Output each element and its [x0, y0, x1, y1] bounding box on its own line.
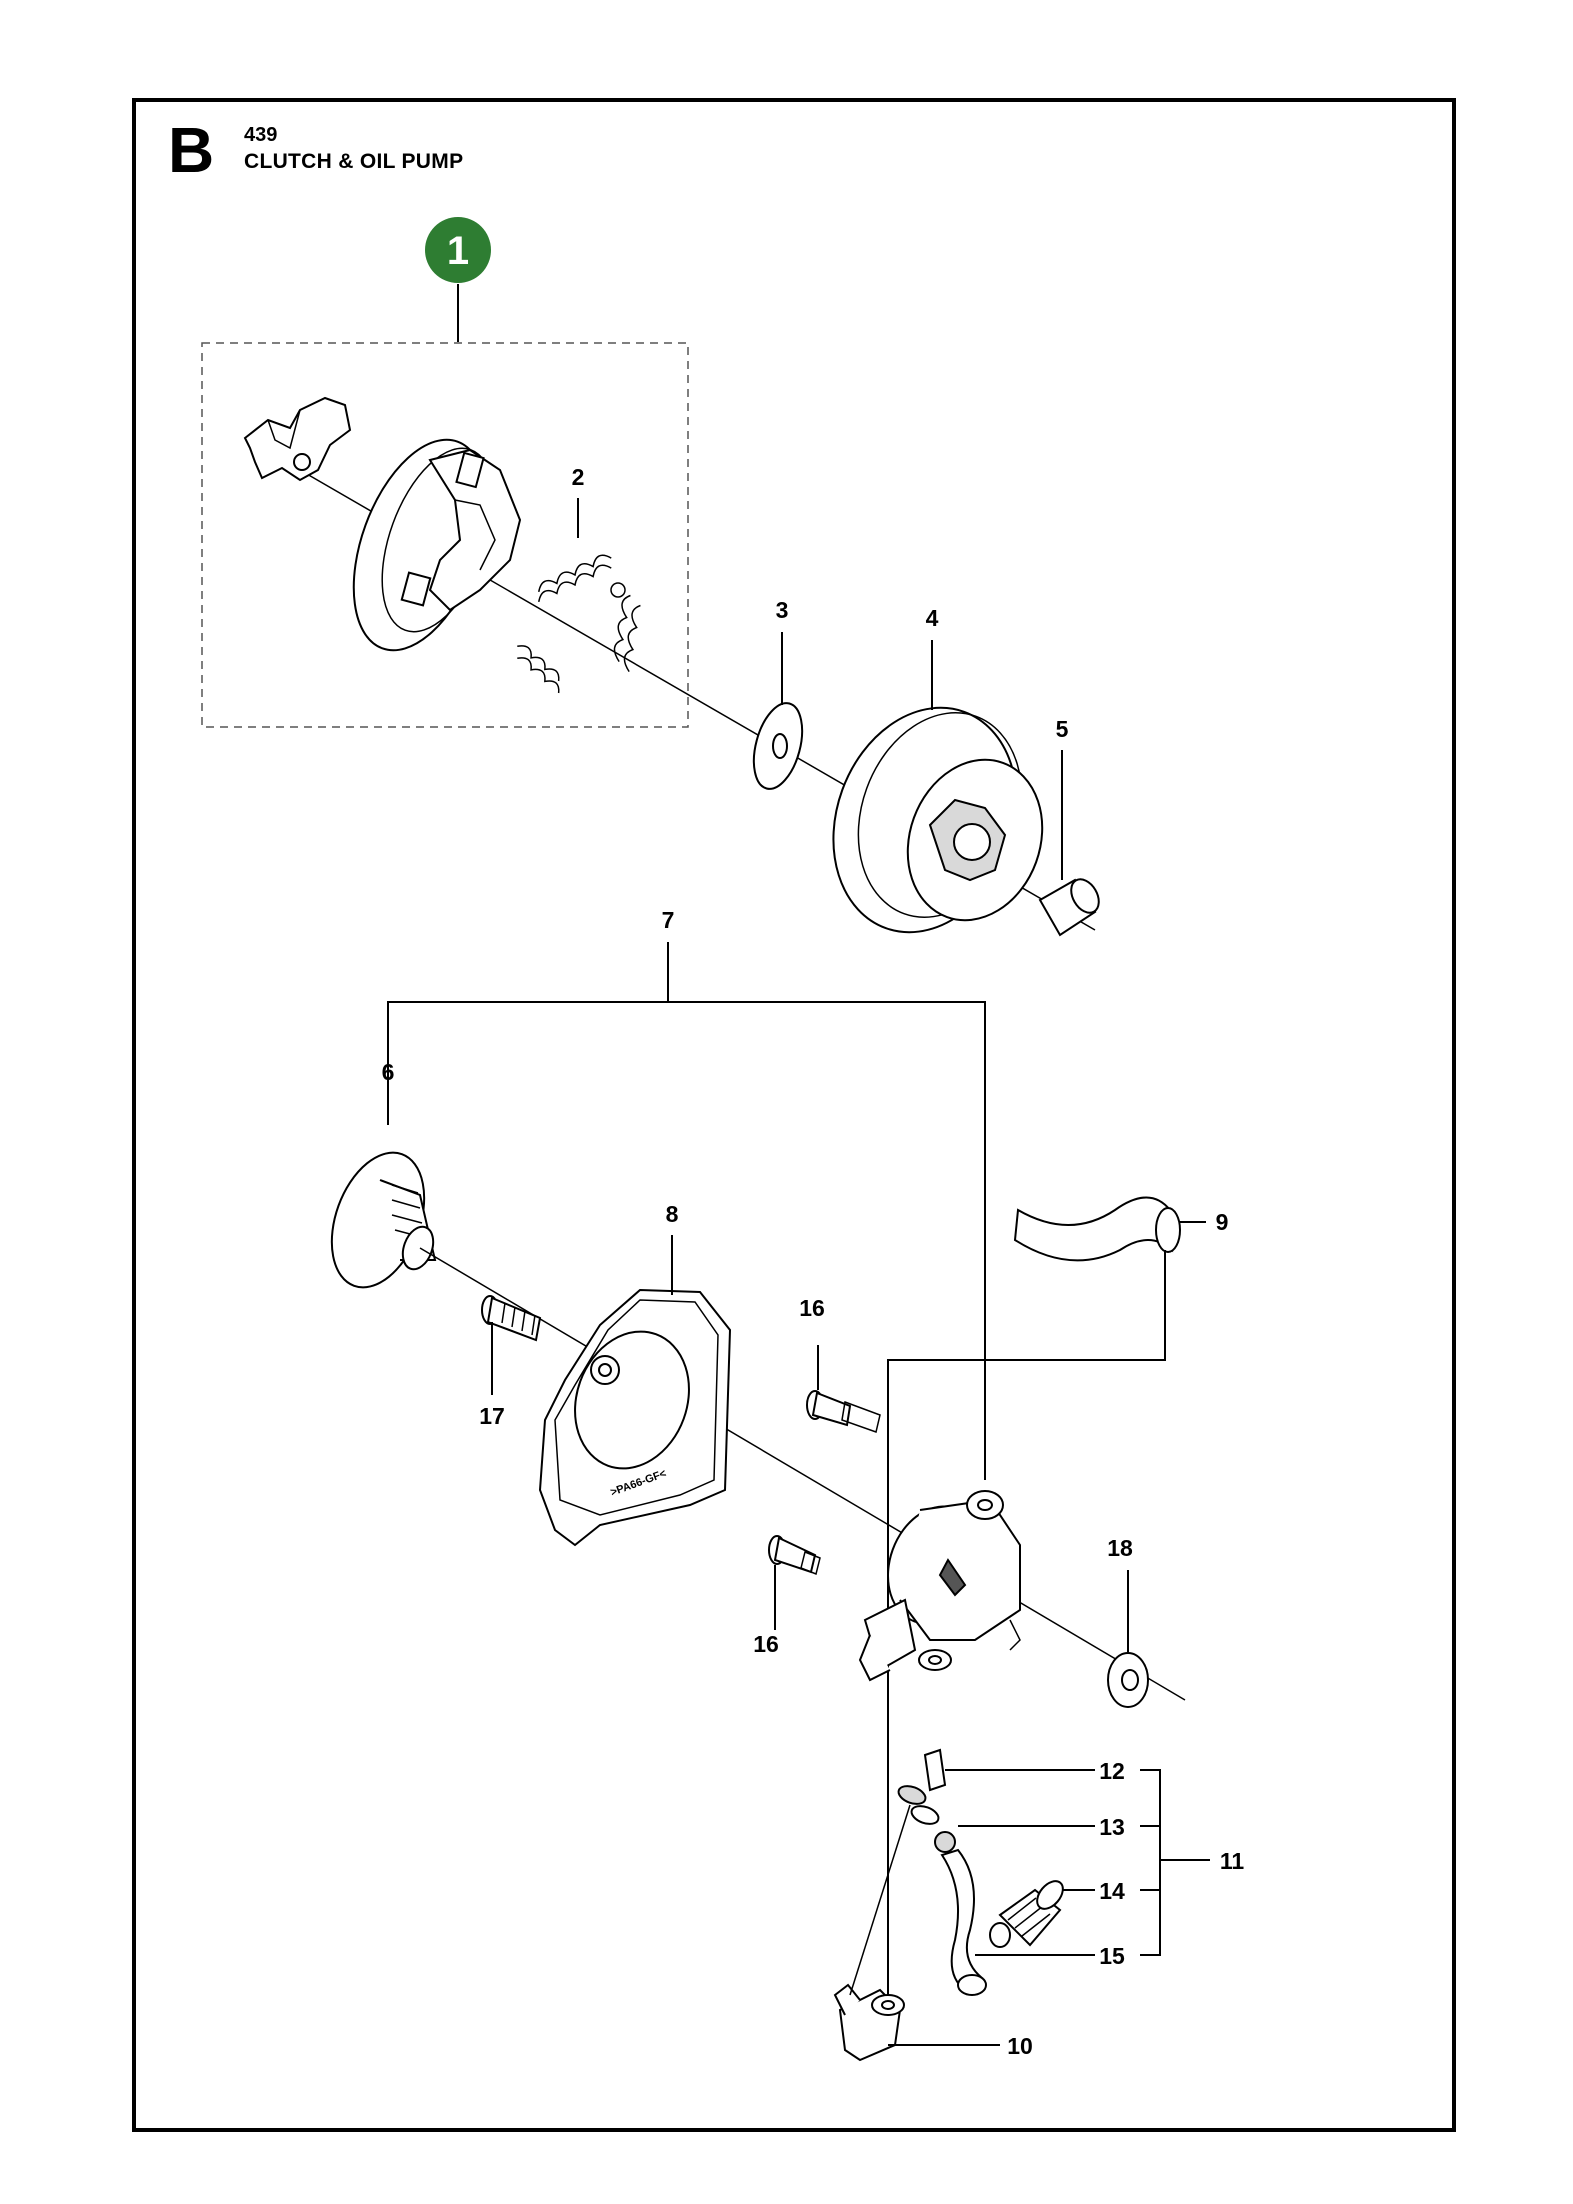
screw-part-16-lower[interactable] — [768, 1535, 821, 1576]
callout-13: 13 — [1099, 1814, 1125, 1840]
spring-large-part[interactable] — [603, 582, 652, 673]
callout-17: 17 — [479, 1403, 505, 1429]
assembly-badge[interactable]: 1 — [425, 217, 491, 283]
pickup-line — [849, 1804, 911, 1996]
callout-2: 2 — [572, 464, 585, 490]
outlet-fitting-part-10[interactable] — [833, 1983, 905, 2062]
callout-3: 3 — [776, 597, 789, 623]
callout-16-upper: 16 — [799, 1295, 825, 1321]
section-letter: B — [168, 114, 215, 186]
callout-15: 15 — [1099, 1943, 1125, 1969]
worm-gear-part-6[interactable] — [315, 1140, 442, 1300]
bracket-7 — [387, 1001, 986, 1480]
callout-4: 4 — [926, 605, 939, 631]
callout-14: 14 — [1099, 1878, 1125, 1904]
screw-part-16-upper[interactable] — [806, 1390, 881, 1433]
hose-routing-9 — [887, 1250, 1166, 2030]
cover-plate-part-8[interactable]: >PA66-GF< — [538, 1288, 732, 1547]
page-title: CLUTCH & OIL PUMP — [244, 150, 464, 173]
callout-8: 8 — [666, 1201, 679, 1227]
hose-fitting-part-12[interactable] — [896, 1748, 947, 1827]
callout-12: 12 — [1099, 1758, 1125, 1784]
clutch-drum-part-4[interactable] — [803, 682, 1064, 958]
pump-axis-line — [419, 1247, 1186, 1701]
callout-9: 9 — [1216, 1209, 1229, 1235]
callout-5: 5 — [1056, 716, 1069, 742]
oil-pump-part-10[interactable] — [858, 1490, 1021, 1682]
suction-hose-part-15[interactable] — [940, 1848, 987, 1996]
needle-bearing-part-5[interactable] — [1038, 874, 1104, 937]
hose-part-9[interactable] — [1013, 1196, 1181, 1262]
callout-7: 7 — [662, 907, 675, 933]
callout-11: 11 — [1220, 1848, 1245, 1874]
oil-filter-part-14[interactable] — [989, 1876, 1068, 1948]
washer-part-3[interactable] — [745, 698, 810, 794]
callout-10: 10 — [1007, 2033, 1033, 2059]
clutch-shoes-part[interactable] — [328, 422, 522, 668]
spring-lower-part[interactable] — [517, 642, 562, 694]
clutch-hub-part[interactable] — [243, 396, 352, 482]
callout-16-lower: 16 — [753, 1631, 779, 1657]
diagram-frame — [132, 98, 1456, 2132]
callout-18: 18 — [1107, 1535, 1133, 1561]
badge-circle — [425, 217, 491, 283]
bracket-11 — [1140, 1769, 1210, 1956]
model-number: 439 — [244, 124, 278, 146]
clutch-assembly-box — [201, 342, 689, 728]
washer-part-18[interactable] — [1107, 1652, 1149, 1708]
screw-part-17[interactable] — [481, 1295, 542, 1342]
callout-6: 6 — [382, 1059, 395, 1085]
spring-small-part[interactable] — [536, 552, 612, 603]
badge-label: 1 — [447, 229, 469, 273]
grommet-part-13[interactable] — [934, 1831, 956, 1853]
